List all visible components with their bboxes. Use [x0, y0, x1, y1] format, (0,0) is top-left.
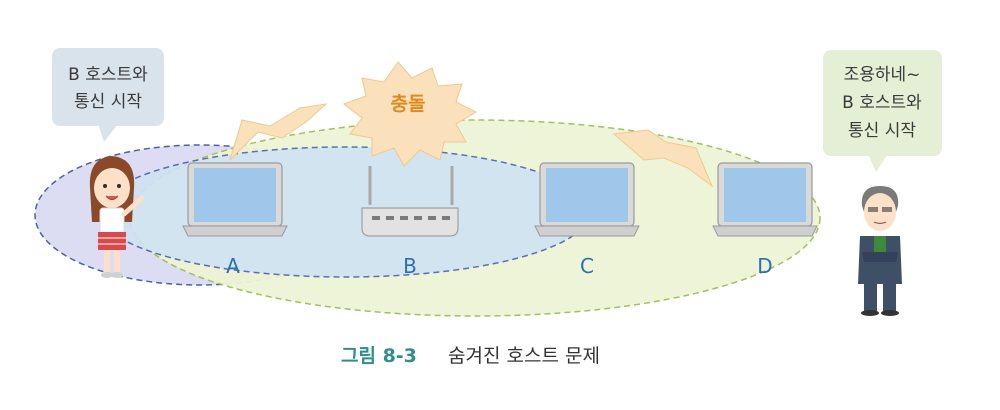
- bubble-right-line1: 조용하네~: [844, 65, 921, 85]
- bubble-right-line3: 통신 시작: [848, 121, 916, 141]
- collision-label: 충돌: [391, 93, 426, 115]
- man-character-icon: [858, 186, 902, 316]
- range-b: [100, 147, 590, 277]
- node-label-a: A: [226, 254, 240, 278]
- bubble-left-line1: B 호스트와: [68, 65, 148, 85]
- node-label-d: D: [757, 254, 772, 278]
- laptop-icon-d: [713, 163, 817, 236]
- figure-caption: 숨겨진 호스트 문제: [448, 345, 600, 367]
- speech-bubble-left: B 호스트와 통신 시작: [52, 48, 164, 142]
- laptop-icon-a: [183, 163, 287, 236]
- node-label-c: C: [580, 254, 594, 278]
- node-label-b: B: [403, 254, 417, 278]
- bubble-right-line2: B 호스트와: [842, 93, 922, 113]
- figure-number: 그림 8-3: [341, 345, 417, 367]
- bubble-left-line2: 통신 시작: [74, 92, 142, 112]
- speech-bubble-right: 조용하네~ B 호스트와 통신 시작: [823, 50, 942, 172]
- laptop-icon-c: [535, 163, 639, 236]
